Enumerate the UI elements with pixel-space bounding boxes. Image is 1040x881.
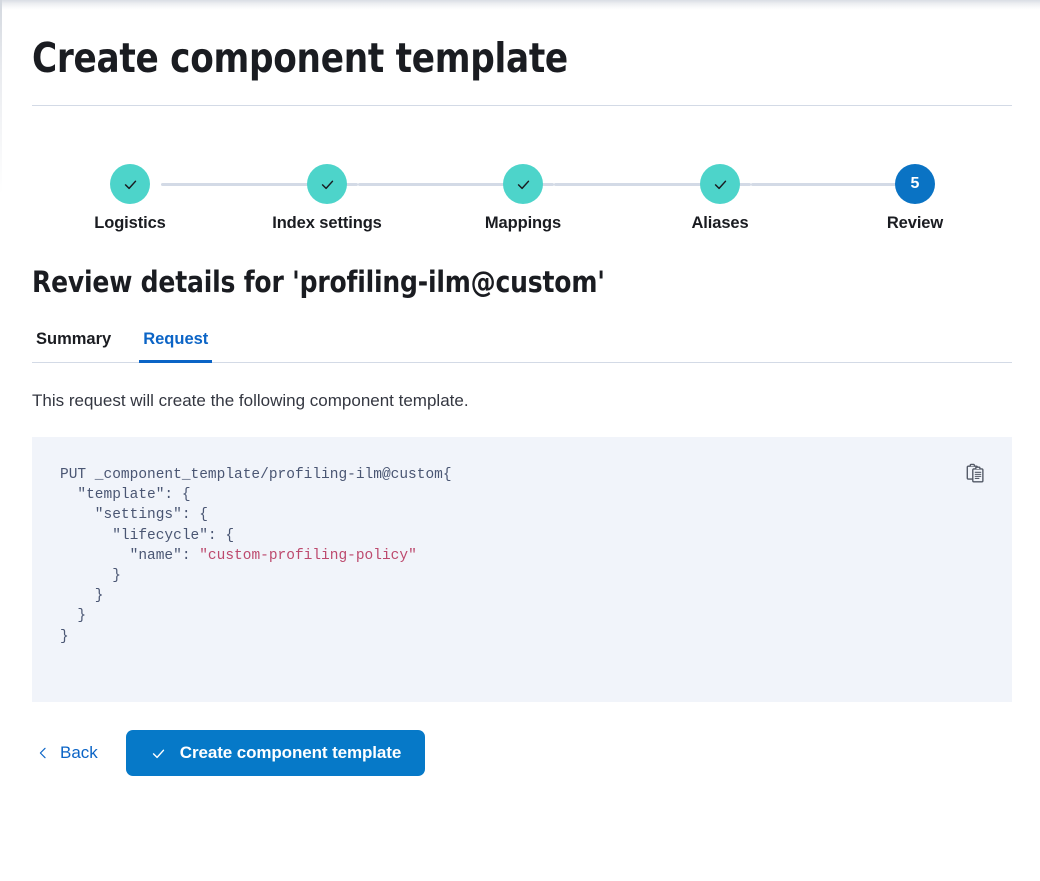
- code-body-before: { "template": { "settings": { "lifecycle…: [77, 467, 452, 564]
- stepper-connector-3: [554, 183, 751, 186]
- code-method-line: PUT _component_template/profiling-ilm@cu…: [60, 467, 443, 483]
- review-tabs: Summary Request: [32, 329, 1012, 363]
- request-code: PUT _component_template/profiling-ilm@cu…: [60, 465, 1012, 647]
- chevron-left-icon: [39, 747, 46, 759]
- wizard-stepper: Logistics Index settings Mappings: [32, 164, 1012, 242]
- check-icon: [124, 180, 136, 189]
- check-icon: [152, 749, 164, 758]
- stepper-step-index-settings[interactable]: Index settings: [247, 164, 407, 233]
- tab-summary[interactable]: Summary: [36, 330, 112, 348]
- step-label-review: Review: [886, 214, 944, 232]
- back-button[interactable]: Back: [32, 737, 102, 769]
- stepper-connector-4: [751, 183, 915, 186]
- create-component-template-label: Create component template: [179, 743, 402, 762]
- copy-clipboard-icon: [966, 463, 984, 483]
- tab-request[interactable]: Request: [139, 329, 213, 363]
- step-circle-aliases: [700, 164, 740, 204]
- step-circle-mappings: [503, 164, 543, 204]
- stepper-step-review[interactable]: 5 Review: [835, 164, 995, 233]
- check-icon: [517, 180, 529, 189]
- stepper-step-mappings[interactable]: Mappings: [443, 164, 603, 233]
- copy-button[interactable]: [962, 460, 990, 488]
- step-label-mappings: Mappings: [484, 214, 562, 232]
- stepper-step-aliases[interactable]: Aliases: [640, 164, 800, 233]
- step-label-index-settings: Index settings: [272, 214, 382, 232]
- wizard-actions: Back Create component template: [32, 730, 1012, 776]
- create-component-template-button[interactable]: Create component template: [125, 730, 426, 776]
- page-content: Create component template Logistics: [32, 0, 1012, 776]
- check-icon: [714, 180, 726, 189]
- step-circle-index-settings: [307, 164, 347, 204]
- stepper-connector-1: [161, 183, 358, 186]
- header-divider: [32, 105, 1012, 106]
- step-label-aliases: Aliases: [691, 214, 749, 232]
- stepper-connector-2: [358, 183, 554, 186]
- request-code-block: PUT _component_template/profiling-ilm@cu…: [32, 437, 1012, 702]
- window-left-edge: [0, 0, 2, 881]
- stepper-step-logistics[interactable]: Logistics: [50, 164, 210, 233]
- back-button-label: Back: [60, 743, 98, 762]
- step-number-review: 5: [910, 175, 920, 192]
- code-string-value: "custom-profiling-policy": [199, 547, 417, 564]
- check-icon: [321, 180, 333, 189]
- step-circle-logistics: [110, 164, 150, 204]
- request-description: This request will create the following c…: [32, 391, 469, 410]
- step-circle-review: 5: [895, 164, 935, 204]
- step-label-logistics: Logistics: [94, 214, 166, 232]
- page-title: Create component template: [32, 34, 568, 82]
- review-heading: Review details for 'profiling-ilm@custom…: [32, 265, 605, 299]
- window-top-shadow: [0, 0, 1040, 10]
- code-body-after: } } } }: [60, 568, 121, 645]
